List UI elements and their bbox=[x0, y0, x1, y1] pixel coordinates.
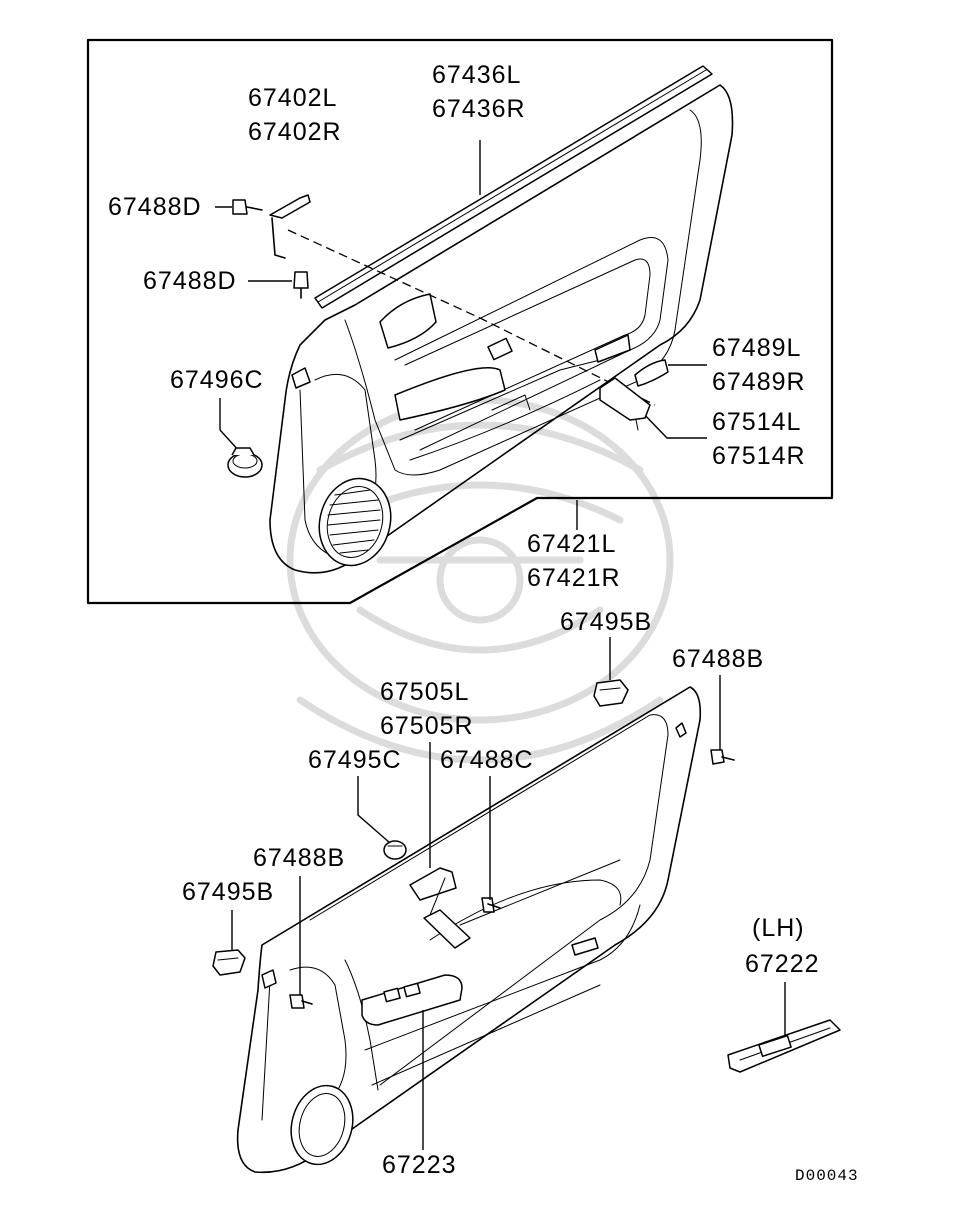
diagram-code: D00043 bbox=[795, 1167, 859, 1185]
part-number-labels: 67436L 67436R 67402L 67402R 67488D 67488… bbox=[108, 61, 859, 1185]
label-67223: 67223 bbox=[382, 1151, 457, 1179]
label-67489r: 67489R bbox=[712, 368, 806, 396]
label-67505r: 67505R bbox=[380, 712, 474, 740]
label-67488d-b: 67488D bbox=[143, 267, 237, 295]
label-67436r: 67436R bbox=[432, 95, 526, 123]
label-67514r: 67514R bbox=[712, 442, 806, 470]
small-parts-upper bbox=[227, 194, 669, 478]
door-trim-lower bbox=[236, 686, 702, 1174]
label-67495c: 67495C bbox=[308, 746, 402, 774]
label-67421l: 67421L bbox=[527, 530, 616, 558]
label-67488b-left: 67488B bbox=[253, 844, 345, 872]
label-67488c: 67488C bbox=[440, 746, 534, 774]
small-parts-lower bbox=[212, 679, 841, 1073]
label-67402r: 67402R bbox=[248, 118, 342, 146]
label-67495b-left: 67495B bbox=[182, 878, 274, 906]
leader-lines-lower bbox=[231, 637, 786, 1150]
label-67495b-top: 67495B bbox=[560, 608, 652, 636]
label-67488b-right: 67488B bbox=[672, 645, 764, 673]
door-trim-upper bbox=[269, 65, 734, 574]
label-67222: 67222 bbox=[745, 950, 820, 978]
label-67505l: 67505L bbox=[380, 678, 469, 706]
leader-lines-upper bbox=[215, 140, 707, 530]
label-67421r: 67421R bbox=[527, 564, 621, 592]
label-67514l: 67514L bbox=[712, 408, 801, 436]
label-lh: (LH) bbox=[752, 914, 805, 942]
label-67496c: 67496C bbox=[170, 366, 264, 394]
assembly-frame bbox=[86, 38, 834, 605]
label-67488d-a: 67488D bbox=[108, 193, 202, 221]
label-67402l: 67402L bbox=[248, 84, 337, 112]
label-67489l: 67489L bbox=[712, 334, 801, 362]
label-67436l: 67436L bbox=[432, 61, 521, 89]
